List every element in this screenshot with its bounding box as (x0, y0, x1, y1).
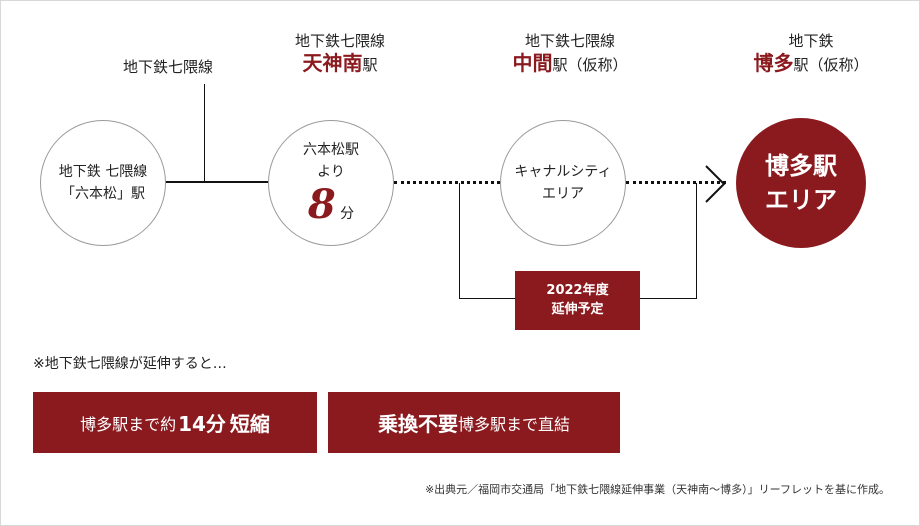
tenjin-suffix: 駅 (362, 56, 378, 74)
tenjin-name: 天神南 (302, 51, 363, 75)
hakata-line-text: 地下鉄 (788, 32, 834, 50)
nakasu-name: 中間 (512, 51, 553, 75)
tenjin-yori: より (317, 164, 345, 180)
badge-line2: 延伸予定 (551, 302, 604, 317)
arrowhead-icon (705, 165, 726, 203)
source-footnote: ※出典元／福岡市交通局「地下鉄七隈線延伸事業（天神南〜博多）」リーフレットを基に… (424, 483, 890, 496)
extension-badge: 2022年度 延伸予定 (515, 271, 640, 330)
benefit-time-saving: 博多駅まで約 14分 短縮 (33, 392, 317, 453)
tenjin-from: 六本松駅 (303, 142, 359, 158)
line-label-left: 地下鉄七隈線 (122, 58, 213, 76)
hakata-name: 博多 (753, 51, 794, 75)
station-ropponmatsu: 地下鉄 七隈線 「六本松」駅 (40, 120, 166, 246)
tenjin-label: 地下鉄七隈線 天神南駅 (262, 30, 418, 76)
tenjin-minutes: 8 (307, 181, 336, 228)
hakata-station-name: 博多駅（仮称） (726, 52, 896, 76)
direct-strong: 乗換不要 (377, 412, 458, 436)
dotted-line-segment-1 (394, 181, 500, 184)
hakata-line1: 博多駅 (765, 152, 837, 180)
nakasu-station-name: 中間駅（仮称） (492, 52, 648, 76)
ropponmatsu-line1: 地下鉄 七隈線 (58, 164, 148, 180)
bracket-bottom-left (459, 298, 515, 299)
dotted-line-segment-2 (626, 181, 726, 184)
benefit-direct-connection: 乗換不要 博多駅まで直結 (328, 392, 620, 453)
station-hakata: 博多駅 エリア (736, 118, 866, 248)
bracket-left-line (459, 183, 460, 299)
badge-line1: 2022年度 (546, 283, 609, 298)
time-saving-text: 博多駅まで約 (80, 414, 177, 434)
tenjin-station-name: 天神南駅 (262, 52, 418, 76)
canal-line1: キャナルシティ (514, 164, 612, 180)
bracket-bottom-right (640, 298, 697, 299)
station-canal-city: キャナルシティ エリア (500, 120, 626, 246)
time-saving-number: 14分 (178, 412, 226, 436)
hakata-line2: エリア (765, 186, 837, 214)
solid-line-segment (164, 181, 268, 183)
hakata-label: 地下鉄 博多駅（仮称） (726, 30, 896, 76)
tenjin-time: 8 分 (308, 183, 354, 227)
extension-note: ※地下鉄七隈線が延伸すると… (33, 356, 227, 372)
label-pointer-line (204, 84, 205, 182)
tenjin-line-text: 地下鉄七隈線 (294, 32, 385, 50)
time-saving-strong: 短縮 (229, 412, 270, 436)
ropponmatsu-line2: 「六本松」駅 (61, 186, 145, 202)
station-tenjin: 六本松駅 より 8 分 (268, 120, 394, 246)
hakata-suffix: 駅（仮称） (793, 56, 869, 74)
nakasu-suffix: 駅（仮称） (552, 56, 628, 74)
canal-line2: エリア (542, 186, 584, 202)
nakasu-label: 地下鉄七隈線 中間駅（仮称） (492, 30, 648, 76)
nakasu-line-text: 地下鉄七隈線 (524, 32, 615, 50)
tenjin-unit: 分 (340, 206, 355, 222)
bracket-right-line (696, 183, 697, 299)
direct-text: 博多駅まで直結 (457, 414, 570, 434)
